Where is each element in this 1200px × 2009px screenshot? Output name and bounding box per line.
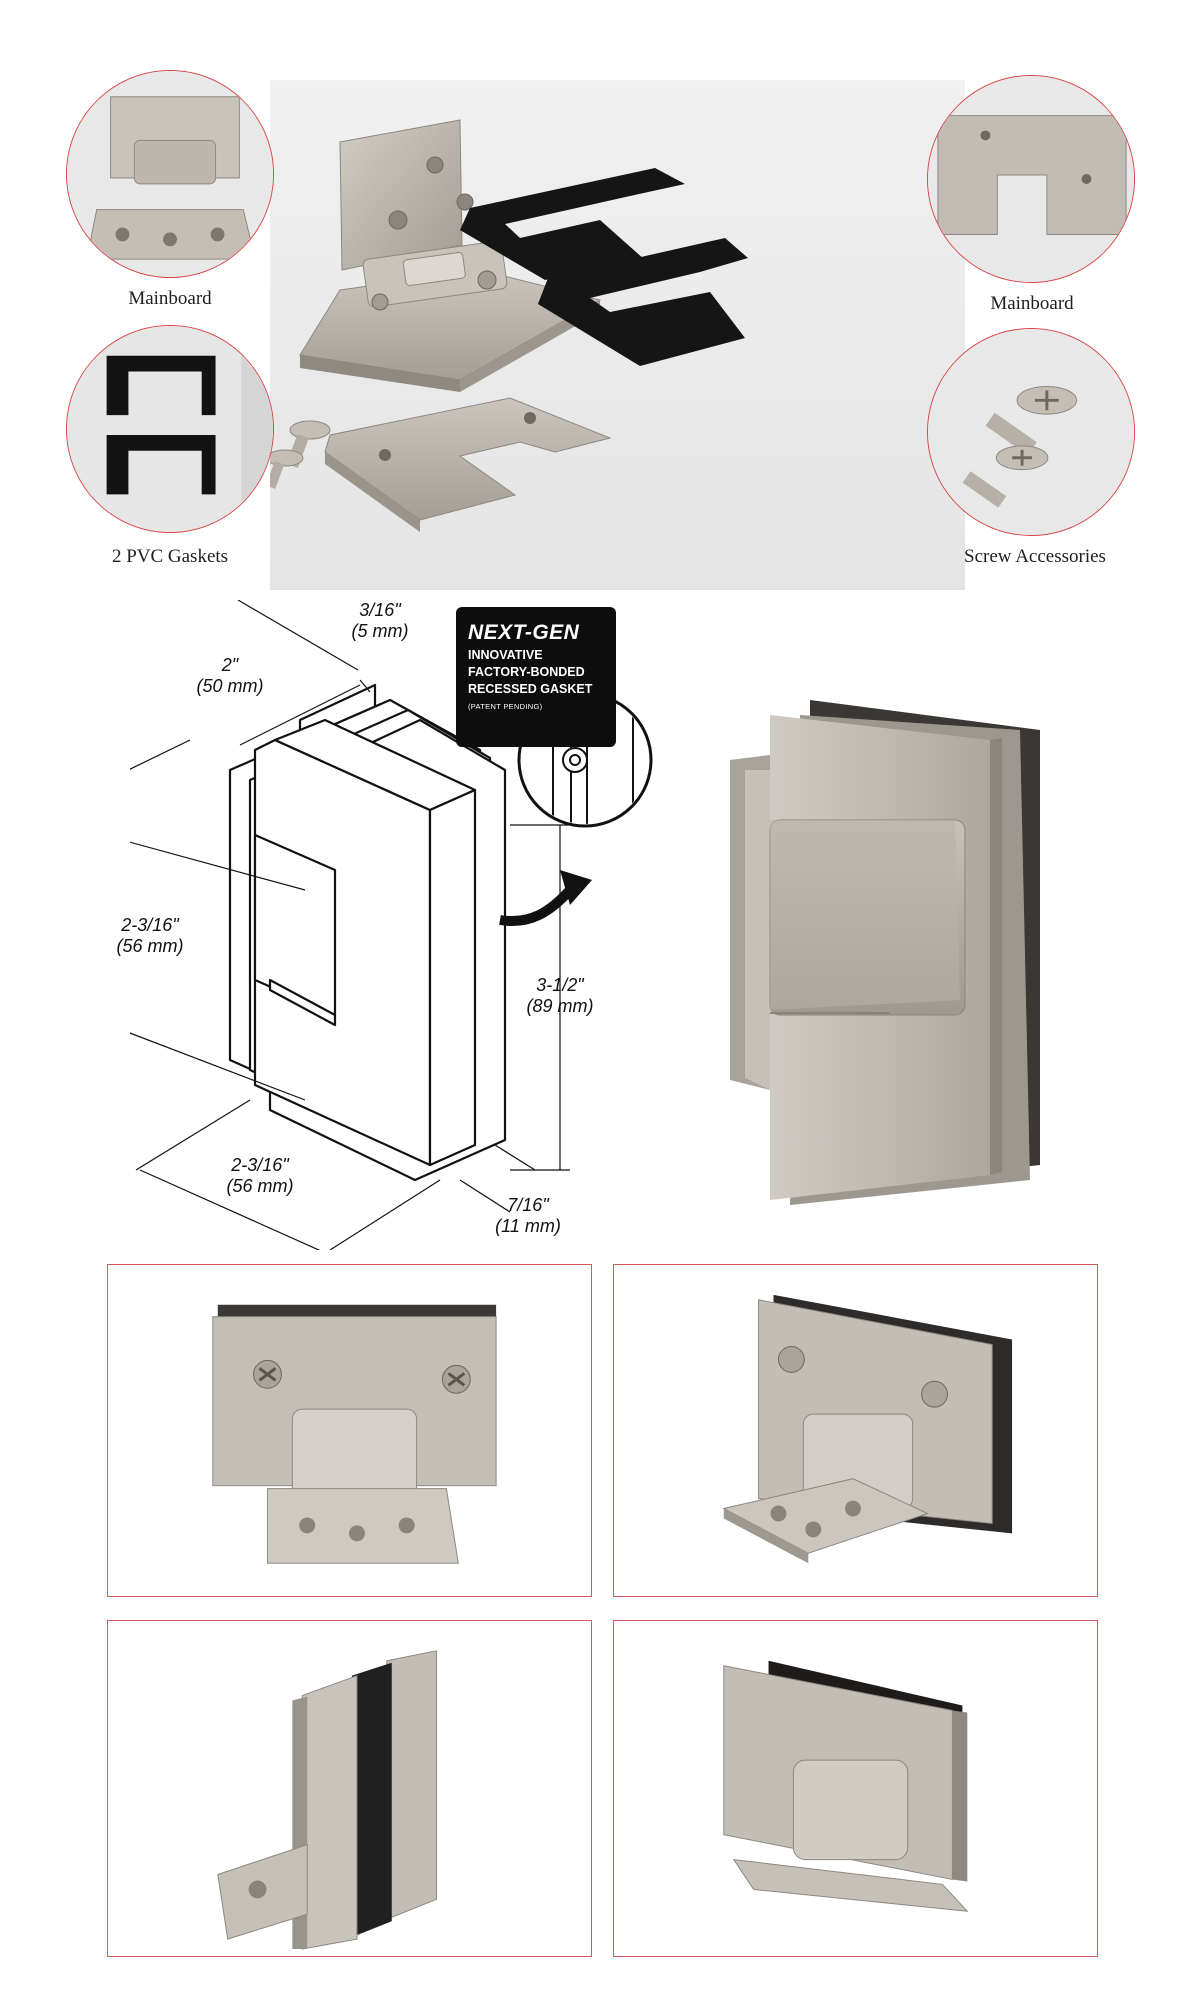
caption-gaskets: 2 PVC Gaskets bbox=[111, 546, 229, 567]
mounting-plate-photo bbox=[324, 397, 612, 532]
dim-depth-in: 2" bbox=[221, 655, 239, 675]
screws-thumbnail bbox=[927, 328, 1135, 536]
caption-mainboard-right: Mainboard bbox=[990, 293, 1074, 314]
mainboard-thumbnail-left bbox=[66, 70, 274, 278]
mainboard-assembly bbox=[299, 119, 602, 392]
caption-screws: Screw Accessories bbox=[964, 546, 1106, 567]
dim-thickness-in: 3/16" bbox=[359, 600, 401, 620]
badge-note: (PATENT PENDING) bbox=[468, 702, 543, 711]
photo-panel-angle bbox=[613, 1264, 1098, 1597]
mainboard-thumbnail-right bbox=[927, 75, 1135, 283]
hinge-line-drawing bbox=[130, 600, 592, 1250]
badge-title: NEXT-GEN bbox=[468, 621, 580, 644]
dim-leaf-height-mm: (56 mm) bbox=[116, 936, 184, 956]
badge-line-1: INNOVATIVE bbox=[468, 648, 543, 662]
dim-width: 2-3/16" (56 mm) bbox=[210, 1155, 310, 1197]
screws-photo bbox=[270, 420, 331, 489]
dim-gap-in: 7/16" bbox=[507, 1195, 549, 1215]
dim-total-height-in: 3-1/2" bbox=[536, 975, 584, 995]
components-exploded-photo bbox=[270, 119, 748, 532]
dim-gap: 7/16" (11 mm) bbox=[478, 1195, 578, 1237]
dim-leaf-height: 2-3/16" (56 mm) bbox=[100, 915, 200, 957]
dim-thickness-mm: (5 mm) bbox=[351, 621, 409, 641]
dim-total-height-mm: (89 mm) bbox=[526, 996, 594, 1016]
badge-line-3: RECESSED GASKET bbox=[468, 682, 593, 696]
pvc-gaskets-photo bbox=[460, 168, 748, 366]
dim-thickness: 3/16" (5 mm) bbox=[340, 600, 420, 642]
gaskets-thumbnail bbox=[66, 325, 274, 533]
photo-panel-side bbox=[107, 1620, 592, 1957]
next-gen-badge: NEXT-GEN INNOVATIVE FACTORY-BONDED RECES… bbox=[456, 607, 616, 747]
dim-depth: 2" (50 mm) bbox=[180, 655, 280, 697]
hinge-product-render bbox=[730, 700, 1040, 1205]
photo-panel-rear bbox=[613, 1620, 1098, 1957]
dim-depth-mm: (50 mm) bbox=[196, 676, 264, 696]
dim-width-in: 2-3/16" bbox=[231, 1155, 289, 1175]
dim-gap-mm: (11 mm) bbox=[495, 1216, 561, 1236]
photo-panel-front bbox=[107, 1264, 592, 1597]
dim-total-height: 3-1/2" (89 mm) bbox=[510, 975, 610, 1017]
dim-width-mm: (56 mm) bbox=[226, 1176, 294, 1196]
badge-line-2: FACTORY-BONDED bbox=[468, 665, 585, 679]
caption-mainboard-left: Mainboard bbox=[128, 288, 212, 309]
dim-leaf-height-in: 2-3/16" bbox=[121, 915, 179, 935]
